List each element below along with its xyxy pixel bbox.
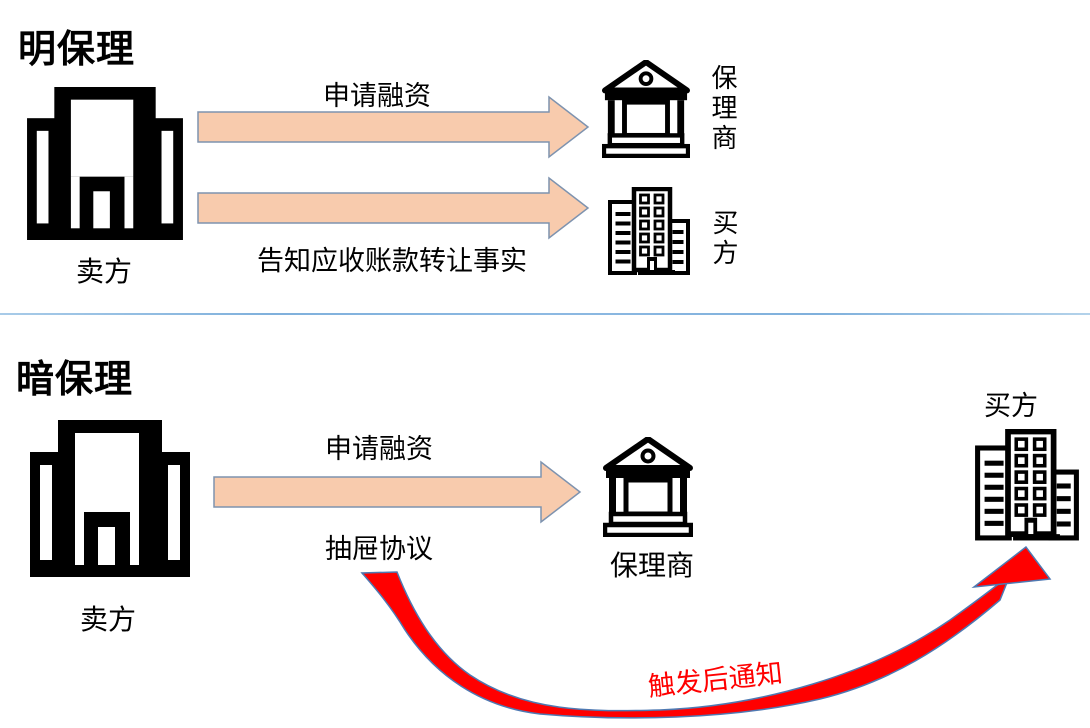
factor-label-bottom: 保理商 bbox=[610, 549, 695, 582]
notify-transfer-label: 告知应收账款转让事实 bbox=[257, 246, 527, 277]
apply-financing-label-bottom: 申请融资 bbox=[325, 434, 433, 465]
seller-label-bottom: 卖方 bbox=[80, 603, 137, 636]
notify-transfer-arrow bbox=[197, 176, 590, 240]
apply-financing-label: 申请融资 bbox=[323, 81, 431, 112]
trigger-notification-arrow bbox=[360, 545, 1052, 719]
buyer-building-icon-bottom bbox=[975, 429, 1079, 543]
seller-label: 卖方 bbox=[76, 255, 133, 288]
factor-bank-icon-bottom bbox=[603, 437, 693, 537]
buyer-label-bottom: 买方 bbox=[984, 391, 1038, 422]
drawer-agreement-label: 抽屉协议 bbox=[325, 534, 433, 565]
apply-financing-arrow-bottom bbox=[213, 460, 582, 524]
seller-building-icon-bottom bbox=[30, 420, 190, 577]
buyer-label: 买方 bbox=[708, 209, 738, 269]
seller-building-icon bbox=[27, 87, 183, 240]
apply-financing-arrow bbox=[197, 95, 590, 159]
factor-bank-icon bbox=[602, 60, 690, 158]
undisclosed-factoring-title: 暗保理 bbox=[16, 357, 134, 401]
section-divider bbox=[0, 313, 1090, 315]
factor-label: 保理商 bbox=[707, 64, 737, 154]
disclosed-factoring-title: 明保理 bbox=[18, 27, 136, 71]
buyer-building-icon bbox=[608, 187, 690, 277]
